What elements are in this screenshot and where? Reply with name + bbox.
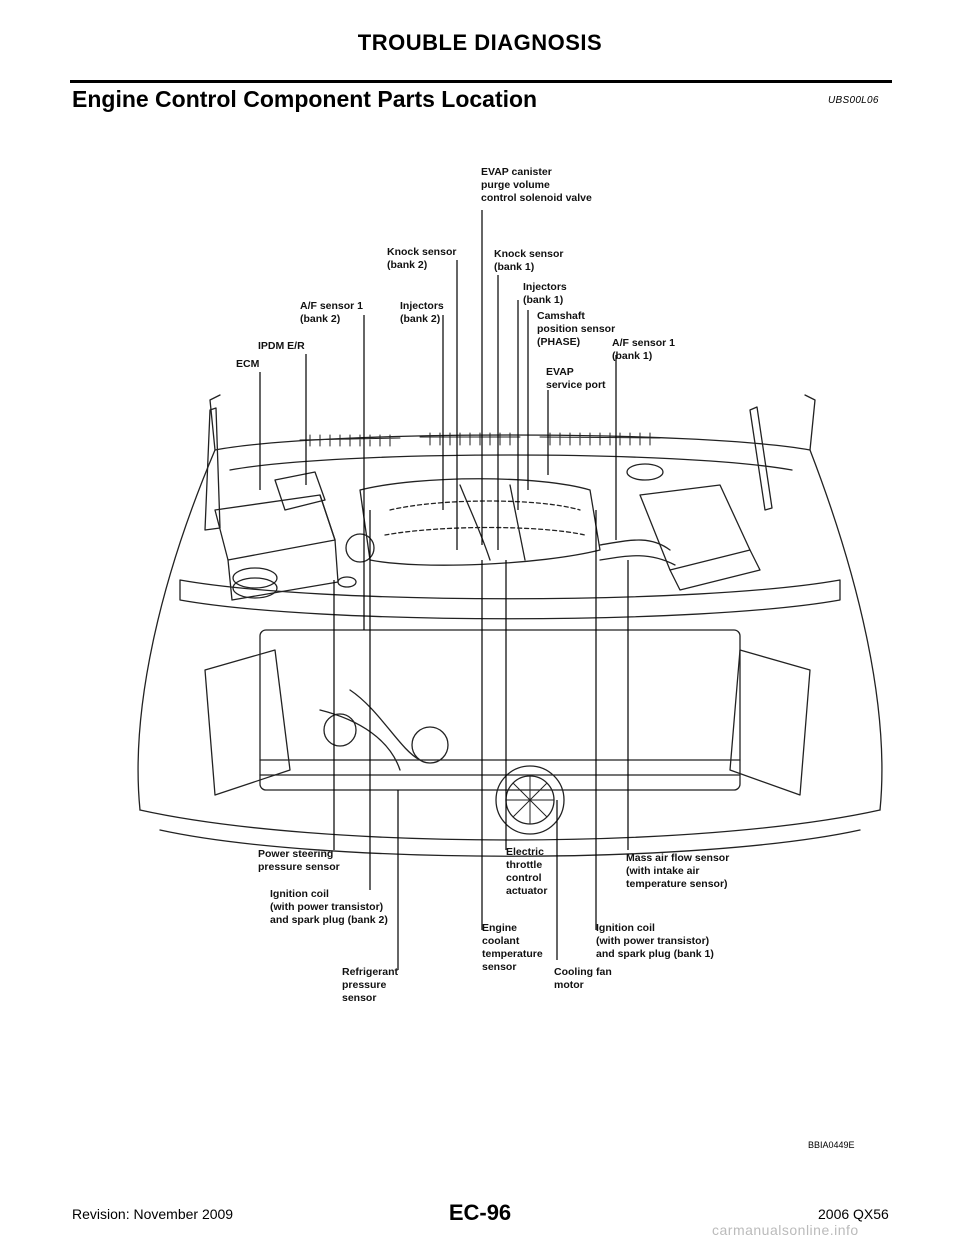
section-title: Engine Control Component Parts Location xyxy=(72,86,538,112)
label-ipdm-er: IPDM E/R xyxy=(258,340,305,352)
leader-lines xyxy=(259,210,629,970)
label-knock-sensor-bank2: Knock sensor (bank 2) xyxy=(387,246,457,271)
label-injectors-bank1: Injectors (bank 1) xyxy=(523,281,567,306)
cooling-fan-outline xyxy=(495,765,565,835)
ps-reservoir-cap xyxy=(337,576,357,588)
figure-code: BBIA0449E xyxy=(808,1140,855,1150)
label-evap-canister: EVAP canister purge volume control solen… xyxy=(481,166,592,204)
label-engine-coolant-temperature-sensor: Engine coolant temperature sensor xyxy=(482,922,543,973)
reservoir-cap-left xyxy=(232,567,278,589)
radiator-outline xyxy=(259,629,741,791)
header-rule xyxy=(70,80,892,83)
engine-bay-diagram xyxy=(137,210,883,970)
right-hood-strut xyxy=(749,406,773,511)
label-cooling-fan-motor: Cooling fan motor xyxy=(554,966,612,991)
label-injectors-bank2: Injectors (bank 2) xyxy=(400,300,444,325)
cowl-vents xyxy=(299,432,661,447)
watermark: carmanualsonline.info xyxy=(712,1222,859,1238)
footer-page-number: EC-96 xyxy=(448,1200,512,1225)
left-headlamp-outline xyxy=(204,649,291,796)
ipdm-box-outline xyxy=(274,471,326,511)
label-camshaft-position-sensor: Camshaft position sensor (PHASE) xyxy=(537,310,616,348)
label-ignition-coil-bank2: Ignition coil (with power transistor) an… xyxy=(270,888,388,926)
label-af-sensor-bank1: A/F sensor 1 (bank 1) xyxy=(612,337,676,362)
section-ref-code: UBS00L06 xyxy=(828,95,879,106)
label-ignition-coil-bank1: Ignition coil (with power transistor) an… xyxy=(596,922,714,960)
label-af-sensor-bank2: A/F sensor 1 (bank 2) xyxy=(300,300,364,325)
page-header-title: TROUBLE DIAGNOSIS xyxy=(357,30,603,55)
label-refrigerant-pressure-sensor: Refrigerant pressure sensor xyxy=(342,966,399,1004)
right-fender-outline xyxy=(804,394,883,811)
air-cleaner-box-outline xyxy=(639,484,751,571)
left-hood-strut xyxy=(204,407,221,531)
battery-outline xyxy=(214,494,336,561)
radiator-support-outline xyxy=(179,579,841,620)
footer-revision: Revision: November 2009 xyxy=(72,1206,234,1222)
right-headlamp-outline xyxy=(729,649,811,796)
label-mass-air-flow-sensor: Mass air flow sensor (with intake air te… xyxy=(626,852,730,890)
cowl-line xyxy=(214,434,811,451)
label-knock-sensor-bank1: Knock sensor (bank 1) xyxy=(494,248,564,273)
label-evap-service-port: EVAP service port xyxy=(546,366,606,391)
footer-model: 2006 QX56 xyxy=(818,1206,889,1222)
label-ecm: ECM xyxy=(236,358,260,370)
label-electric-throttle-control-actuator: Electric throttle control actuator xyxy=(506,846,548,897)
engine-intake-outline xyxy=(359,478,601,566)
label-power-steering-pressure-sensor: Power steering pressure sensor xyxy=(258,848,340,873)
